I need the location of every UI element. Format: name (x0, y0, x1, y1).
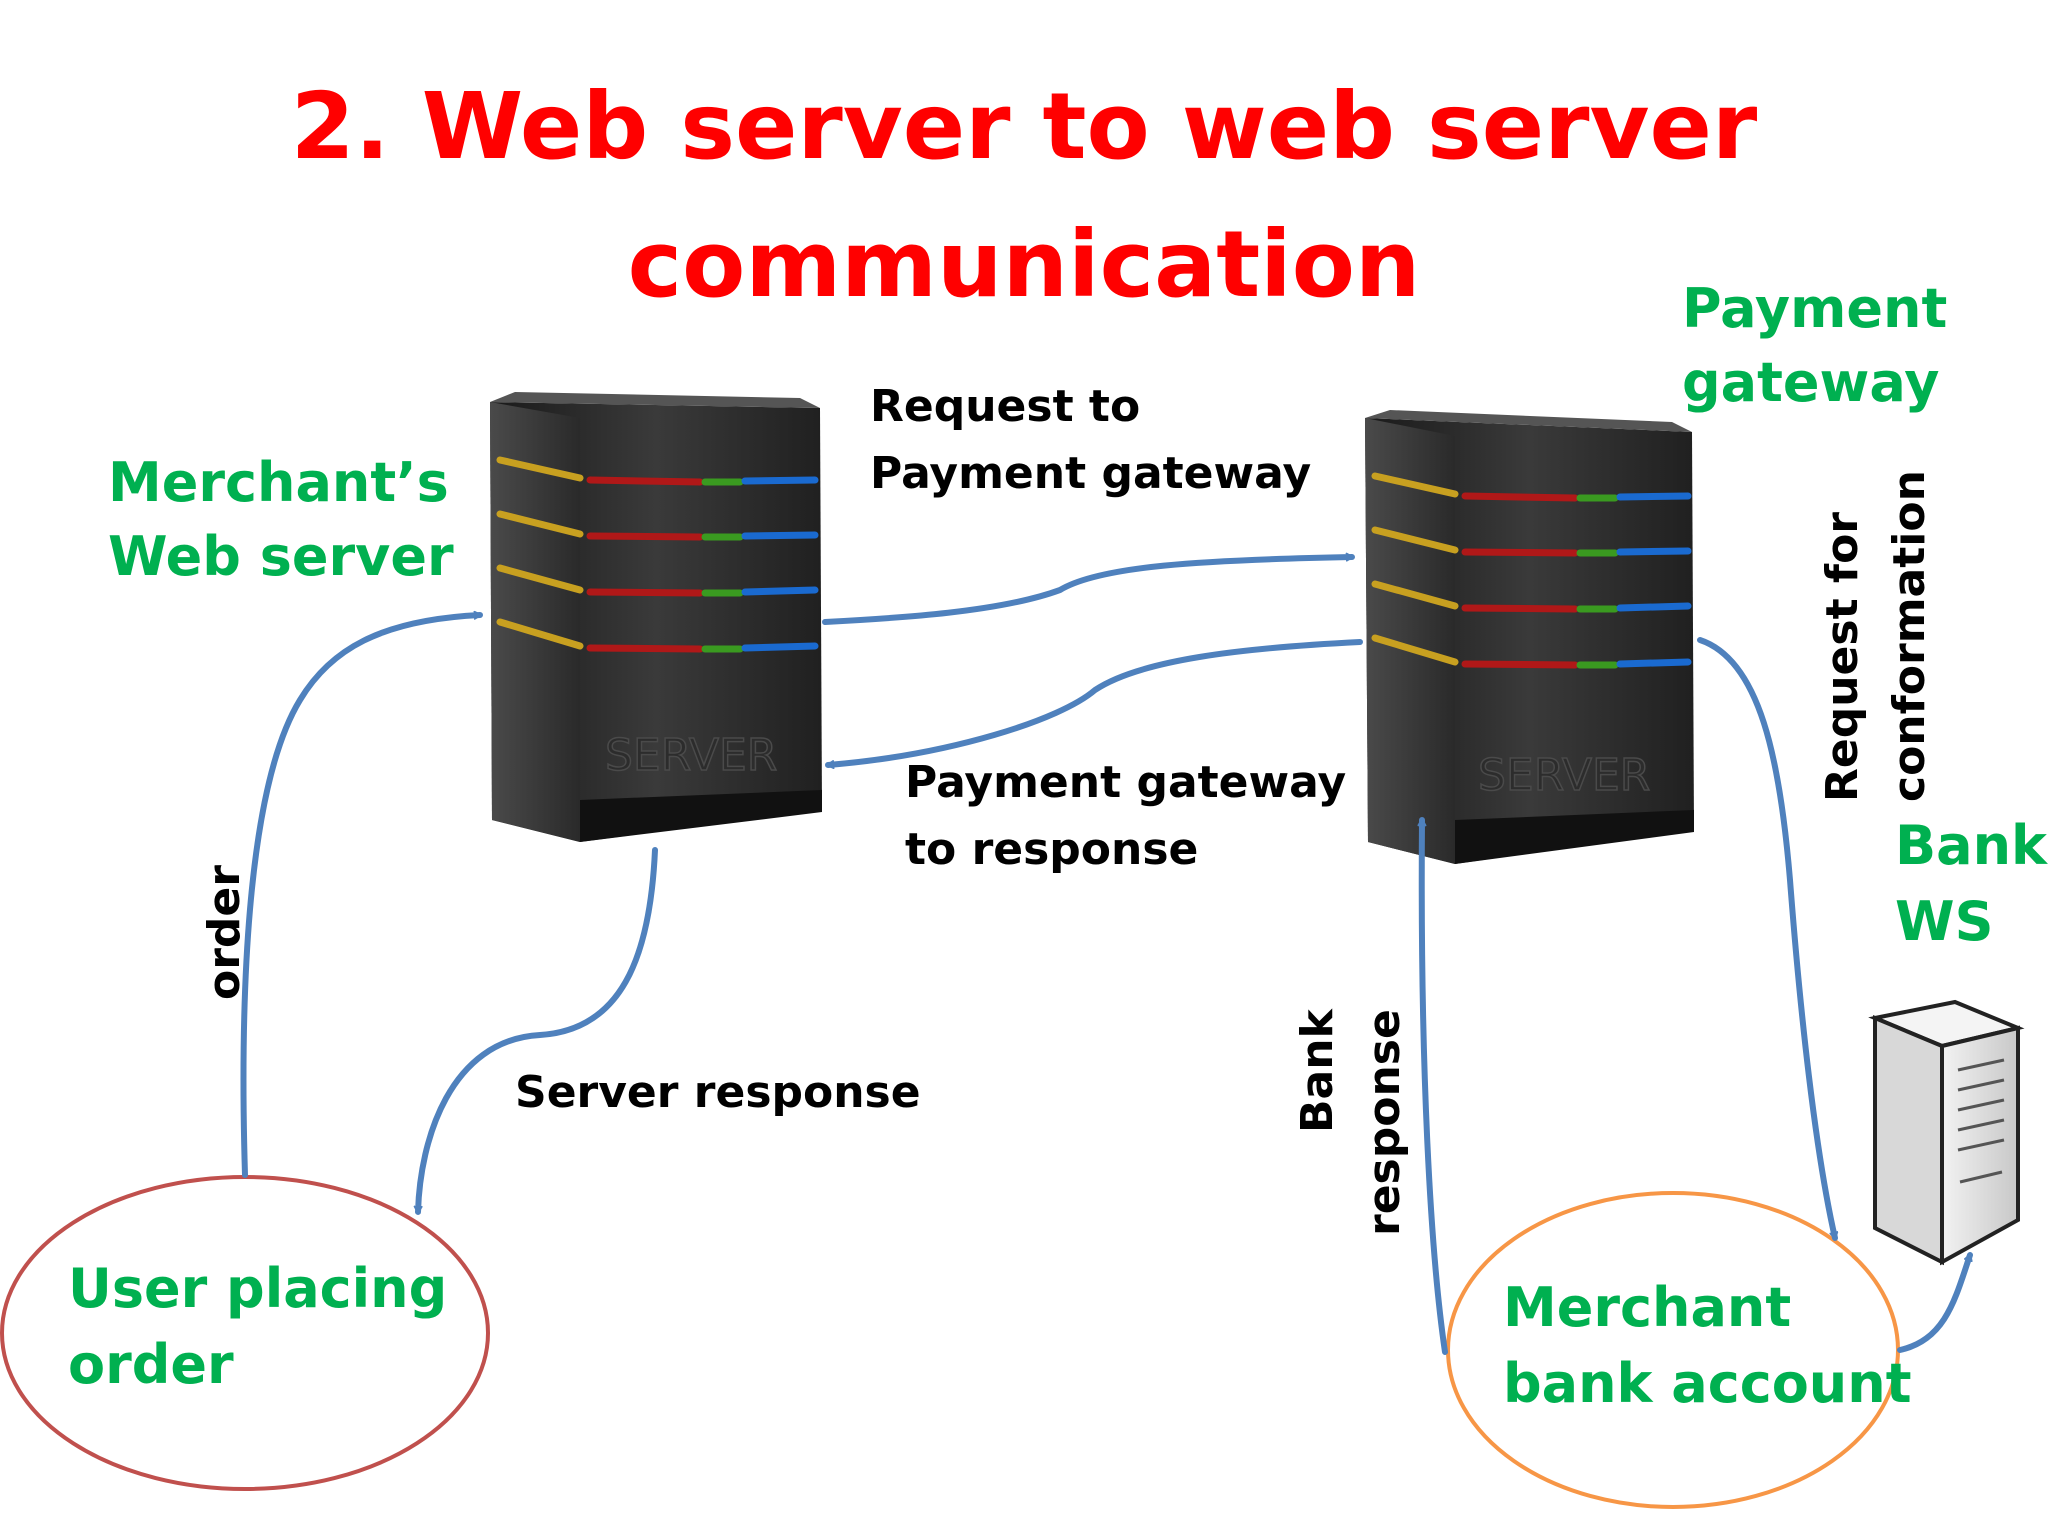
request-to-gateway-arrow (822, 552, 1355, 625)
order-label: order (199, 865, 250, 1000)
request-confirmation-label: Request for conformation (1817, 470, 1935, 802)
server-text: SERVER (1478, 750, 1650, 801)
server-response-label: Server response (515, 1067, 921, 1118)
bank-response-label: Bank response (1292, 1009, 1410, 1236)
payment-gateway-server-icon: SERVER (1365, 410, 1694, 864)
payment-gateway-label: Payment gateway (1682, 277, 1948, 415)
gateway-response-label: Payment gateway to response (905, 757, 1347, 875)
bank-ws-computer-icon (1868, 999, 2025, 1266)
server-text: SERVER (605, 730, 777, 781)
server-response-arrow (413, 847, 658, 1215)
gateway-response-arrow (825, 639, 1363, 770)
to-bank-ws-arrow (1897, 1252, 1973, 1353)
page-title-line-2: communication (627, 211, 1421, 318)
merchant-server-icon: SERVER (490, 392, 822, 842)
request-confirmation-arrow (1697, 637, 1839, 1241)
bank-ws-label: Bank WS (1895, 814, 2047, 954)
page-title-line-1: 2. Web server to web server (290, 73, 1758, 180)
user-placing-order-label: User placing order (68, 1257, 448, 1397)
order-arrow (240, 610, 483, 1178)
merchant-server-label: Merchant’s Web server (108, 451, 454, 589)
request-to-gateway-label: Request to Payment gateway (870, 381, 1312, 499)
bank-response-arrow (1417, 817, 1448, 1355)
merchant-bank-account-label: Merchant bank account (1503, 1276, 1912, 1416)
